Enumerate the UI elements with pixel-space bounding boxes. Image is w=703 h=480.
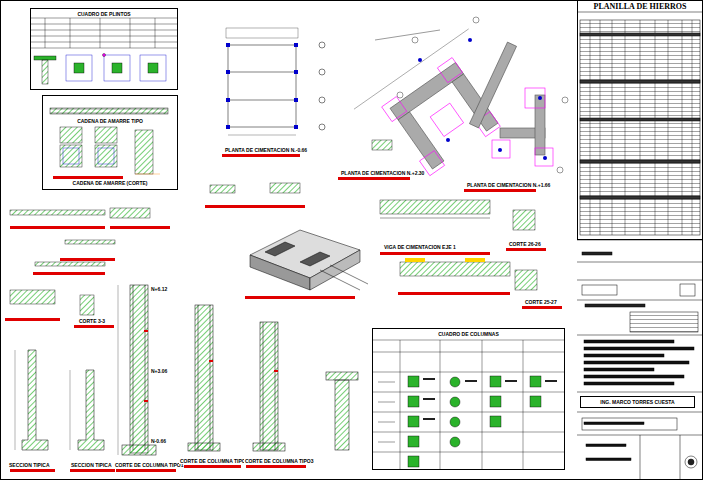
view-caption: SECCION TIPICA <box>8 462 51 468</box>
column-sections <box>10 285 358 472</box>
view-caption: CORTE DE COLUMNA TIPO3 <box>244 458 314 464</box>
footing-table-box: CUADRO DE PLINTOS <box>30 8 178 90</box>
view-caption: CORTE 26-26 <box>508 241 542 247</box>
column-table <box>372 340 565 470</box>
table-heading: CADENA DE AMARRE TIPO <box>43 118 177 125</box>
level-mark: N+6.12 <box>150 286 168 292</box>
view-caption: CORTE 3-3 <box>78 318 106 324</box>
view-caption: PLANTA DE CIMENTACION N.+2.30 <box>340 170 425 176</box>
isometric-view <box>245 230 368 299</box>
view-caption: PLANTA DE CIMENTACION N.+1.66 <box>466 182 551 188</box>
foundation-plan-2 <box>338 17 568 192</box>
view-caption: CORTE 25-27 <box>524 299 558 305</box>
sheet-title: PLANILLA DE HIERROS <box>578 2 702 12</box>
level-mark: N+3.06 <box>150 368 168 374</box>
view-caption: VIGA DE CIMENTACION EJE 1 <box>383 244 457 250</box>
table-heading: CUADRO DE COLUMNAS <box>373 331 564 338</box>
column-table-box: CUADRO DE COLUMNAS <box>372 328 565 470</box>
schedule-panel: PLANILLA DE HIERROS <box>577 0 703 240</box>
table-heading: CUADRO DE PLINTOS <box>31 11 177 18</box>
beam-elevations <box>5 183 562 328</box>
footing-table <box>30 18 178 84</box>
foundation-plan-1 <box>222 28 325 157</box>
view-caption: CORTE DE COLUMNA TIPO1 <box>114 462 184 468</box>
rebar-schedule <box>577 12 703 480</box>
tie-beam-box: CADENA DE AMARRE TIPO CADENA DE AMARRE (C… <box>42 95 178 190</box>
table-heading: CADENA DE AMARRE (CORTE) <box>43 180 177 187</box>
level-mark: N-0.66 <box>150 438 167 444</box>
engineer-name-box: ING. MARCO TORRES CUESTA <box>580 396 695 408</box>
view-caption: CORTE DE COLUMNA TIPO2 <box>179 458 249 464</box>
view-caption: PLANTA DE CIMENTACION N.-0.66 <box>224 147 308 153</box>
view-caption: SECCION TIPICA <box>70 462 113 468</box>
table-heading: ING. MARCO TORRES CUESTA <box>581 399 694 406</box>
